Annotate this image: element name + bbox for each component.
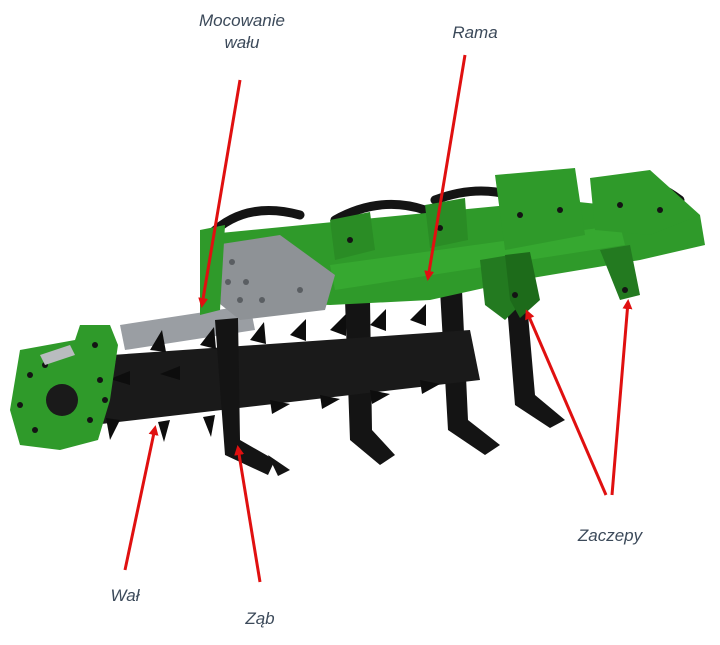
arrow-hitch-right xyxy=(612,302,628,495)
label-shaft-mount-line1: Mocowanie xyxy=(182,10,302,32)
label-hitches: Zaczepy xyxy=(560,525,660,547)
label-shaft-mount-line2: wału xyxy=(182,32,302,54)
label-roller: Wał xyxy=(95,585,155,607)
arrow-roller xyxy=(125,428,155,570)
label-frame: Rama xyxy=(440,22,510,44)
label-tine: Ząb xyxy=(230,608,290,630)
label-shaft-mount: Mocowanie wału xyxy=(182,10,302,54)
roller-end-plate xyxy=(10,325,118,450)
